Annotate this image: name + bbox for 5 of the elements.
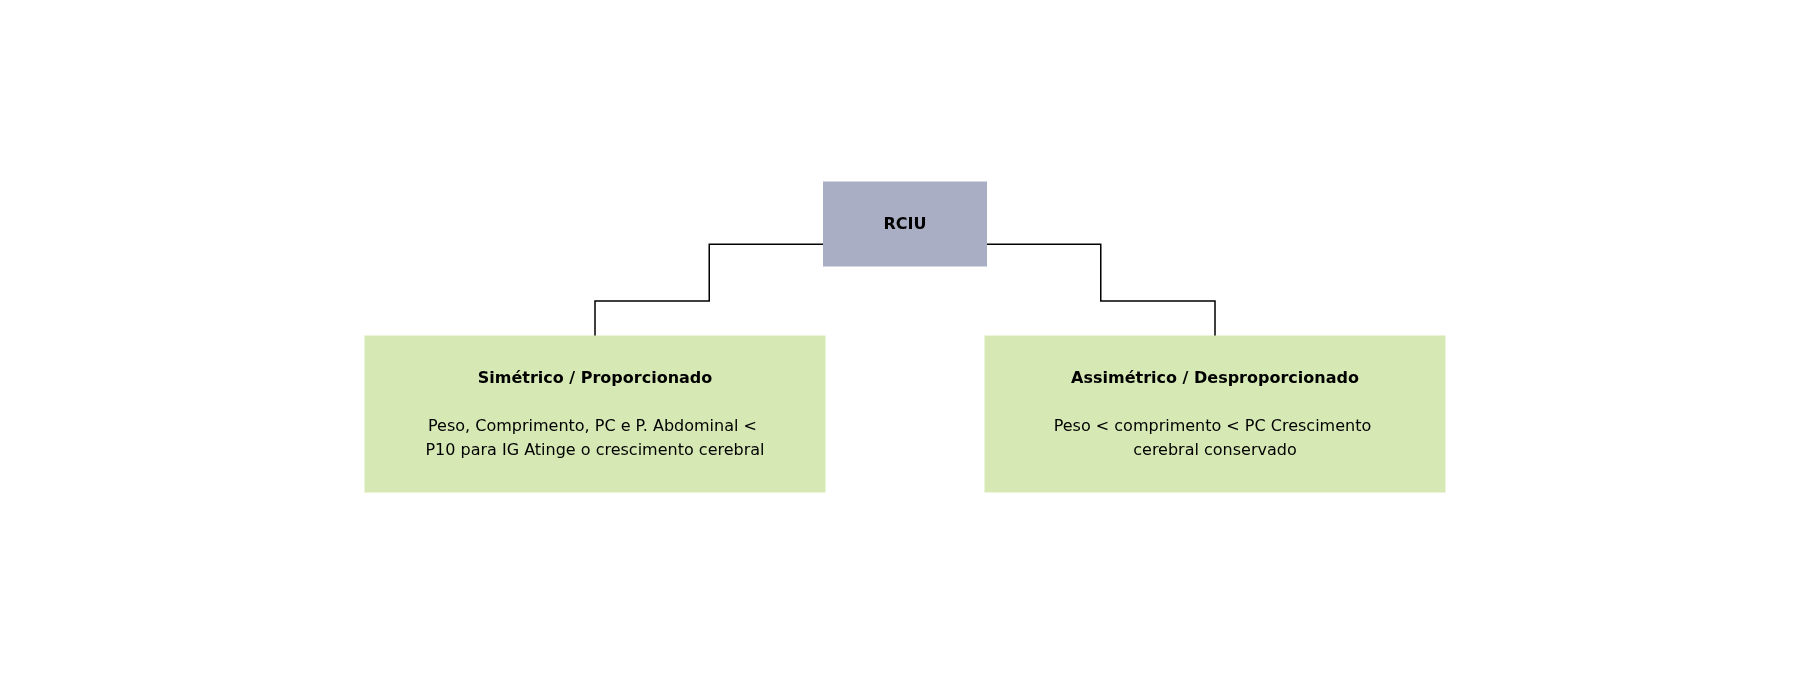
node-box: RCIU xyxy=(822,181,987,267)
node-box: Assimétrico / Desproporcionado Peso < comprimento < PC Crescimento cerebral conservado xyxy=(984,335,1445,493)
connector xyxy=(985,243,1216,337)
node-box: Simétrico / Proporcionado Peso, Comprimento, PC e P. Abdominal < P10 para IG Atinge o crescimento cerebral xyxy=(364,335,825,493)
connector xyxy=(593,243,824,337)
